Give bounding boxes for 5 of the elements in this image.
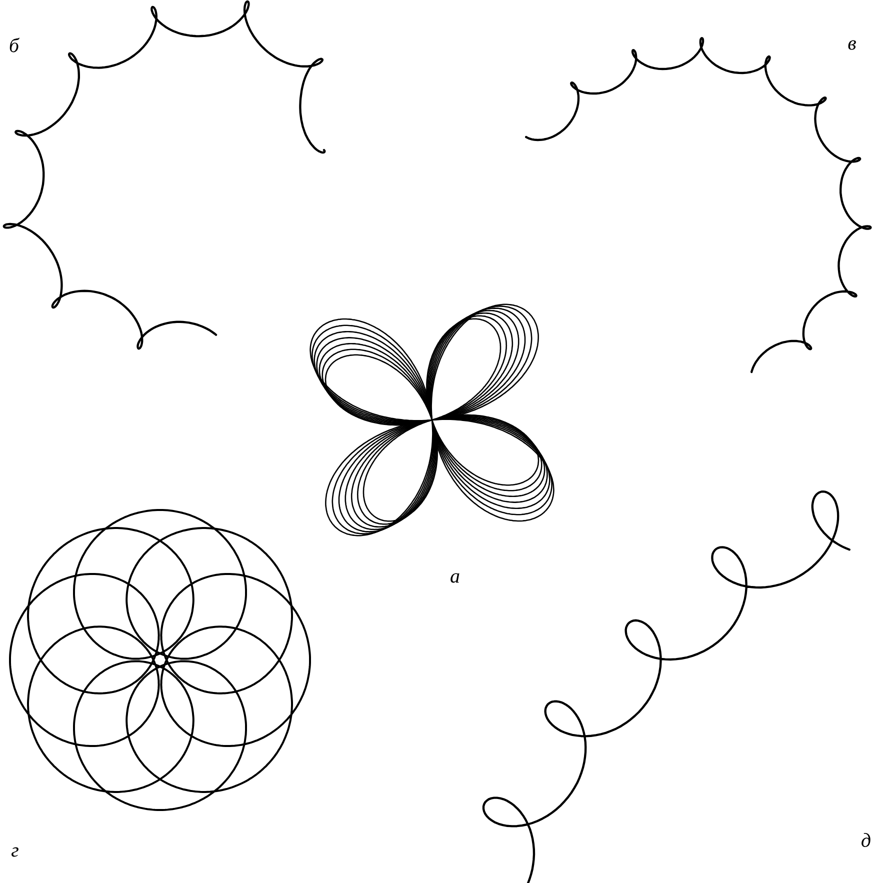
panel-label: д <box>862 832 870 847</box>
panel-label: в <box>848 40 856 50</box>
panel-label: б <box>10 38 20 52</box>
panel-label: г <box>12 847 18 857</box>
panel-label: а <box>450 573 460 583</box>
